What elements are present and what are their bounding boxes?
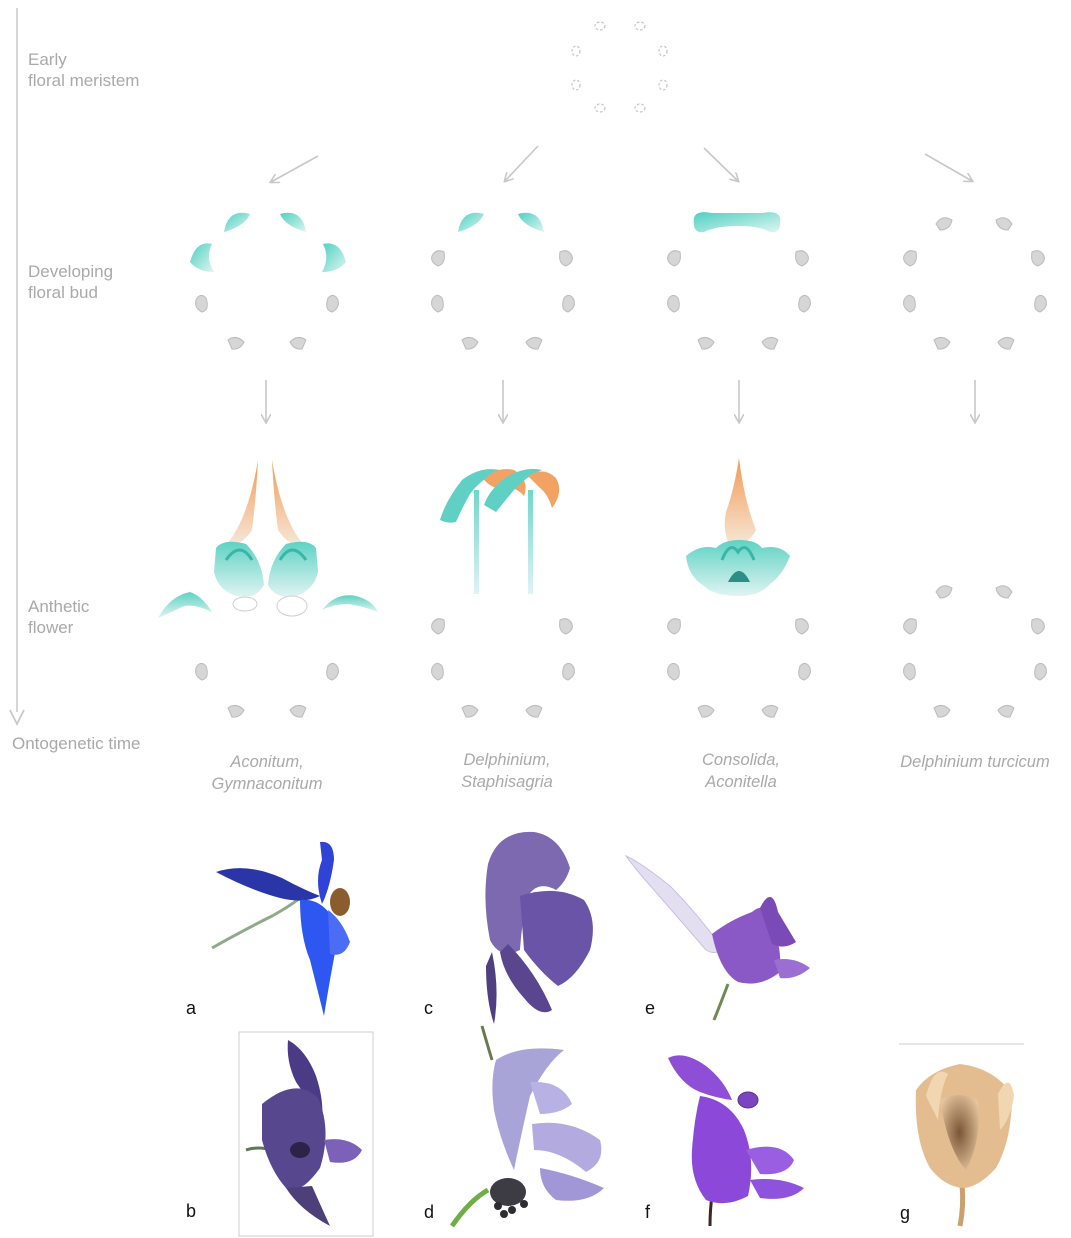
anthetic-consolida [668, 458, 811, 717]
stage-label-developing-line2: floral bud [28, 282, 113, 303]
bud-delphinium [432, 213, 575, 349]
anthetic-aconitum [158, 460, 378, 717]
hooded-aconitum-photo [482, 832, 593, 1060]
time-axis-label: Ontogenetic time [12, 733, 141, 754]
dried-flower-photo [899, 1044, 1024, 1230]
taxon-aconitum: Aconitum, Gymnaconitum [167, 751, 367, 795]
spurred-consolida-photo [626, 856, 810, 1020]
taxon-delphinium-line2: Staphisagria [407, 771, 607, 793]
stage-label-early-line2: floral meristem [28, 70, 139, 91]
taxon-turcicum: Delphinium turcicum [880, 751, 1070, 773]
stage-label-anthetic: Anthetic flower [28, 596, 89, 638]
stage-label-anthetic-line1: Anthetic [28, 596, 89, 617]
stage-label-early-line1: Early [28, 49, 139, 70]
taxon-consolida-line2: Aconitella [641, 771, 841, 793]
stage-label-anthetic-line2: flower [28, 617, 89, 638]
meristem-arrows [271, 146, 972, 182]
anthetic-delphinium [432, 469, 575, 717]
anthetic-turcicum [904, 586, 1047, 717]
bud-consolida [668, 212, 811, 349]
purple-staphisagria-photo [668, 1055, 804, 1226]
time-axis-arrowhead [10, 710, 24, 724]
panel-letter-b: b [186, 1201, 196, 1222]
blue-delphinium-photo [212, 842, 350, 1016]
taxon-aconitum-line2: Gymnaconitum [167, 773, 367, 795]
lavender-delphinium-photo [452, 1048, 604, 1226]
stage-label-developing: Developing floral bud [28, 261, 113, 303]
stage-label-developing-line1: Developing [28, 261, 113, 282]
taxon-aconitum-line1: Aconitum, [167, 751, 367, 773]
taxon-consolida-line1: Consolida, [641, 749, 841, 771]
taxon-consolida: Consolida, Aconitella [641, 749, 841, 793]
panel-letter-e: e [645, 998, 655, 1019]
bud-arrows [266, 380, 975, 422]
panel-letter-c: c [424, 998, 433, 1019]
stage-label-early: Early floral meristem [28, 49, 139, 91]
bud-turcicum [904, 218, 1047, 349]
taxon-delphinium: Delphinium, Staphisagria [407, 749, 607, 793]
panel-letter-g: g [900, 1203, 910, 1224]
panel-letter-d: d [424, 1202, 434, 1223]
purple-aconitum-photo [239, 1032, 373, 1236]
panel-letter-f: f [645, 1202, 650, 1223]
taxon-turcicum-line1: Delphinium turcicum [880, 751, 1070, 773]
early-meristem-ring [572, 22, 667, 112]
taxon-delphinium-line1: Delphinium, [407, 749, 607, 771]
panel-letter-a: a [186, 998, 196, 1019]
bud-aconitum [190, 213, 346, 349]
